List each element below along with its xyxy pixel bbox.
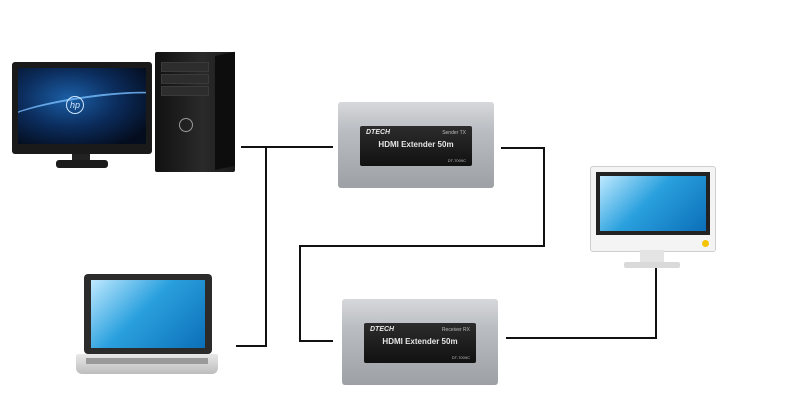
display-monitor [590,166,716,252]
receiver-brand: DTECH [370,326,395,333]
receiver-product: HDMI Extender 50m [382,337,458,346]
drive-bay-icon [161,62,209,72]
desktop-monitor-base [56,160,108,168]
laptop-keyboard [76,354,218,374]
sender-role: Sender TX [442,130,466,136]
desktop-monitor-stand [72,154,90,160]
drive-bay-icon [161,74,209,84]
wire-sender-to-receiver [299,147,545,342]
receiver-label-panel: DTECH Receiver RX HDMI Extender 50m DT-7… [364,323,476,363]
hdmi-extender-sender: DTECH Sender TX HDMI Extender 50m DT-700… [338,102,494,188]
sender-label-panel: DTECH Sender TX HDMI Extender 50m DT-700… [360,126,472,166]
tower-side [215,51,235,170]
sender-model: DT-7009C [447,158,466,163]
hdmi-extender-receiver: DTECH Receiver RX HDMI Extender 50m DT-7… [342,299,498,385]
sender-brand: DTECH [366,129,391,136]
tower-logo-icon [179,118,193,132]
hp-logo-icon: hp [66,96,84,114]
desktop-monitor-screen: hp [18,68,146,144]
wire-laptop-to-sender [236,147,267,347]
laptop-screen [84,274,212,354]
display-monitor-screen [596,172,710,235]
display-monitor-stand [640,250,664,262]
sender-product: HDMI Extender 50m [378,140,454,149]
drive-bay-icon [161,86,209,96]
wire-receiver-to-display [506,268,657,339]
display-monitor-base [624,262,680,268]
desktop-tower [155,51,235,172]
power-led-icon [702,240,709,247]
desktop-monitor: hp [12,62,152,154]
receiver-model: DT-7009C [451,355,470,360]
receiver-role: Receiver RX [441,327,470,333]
